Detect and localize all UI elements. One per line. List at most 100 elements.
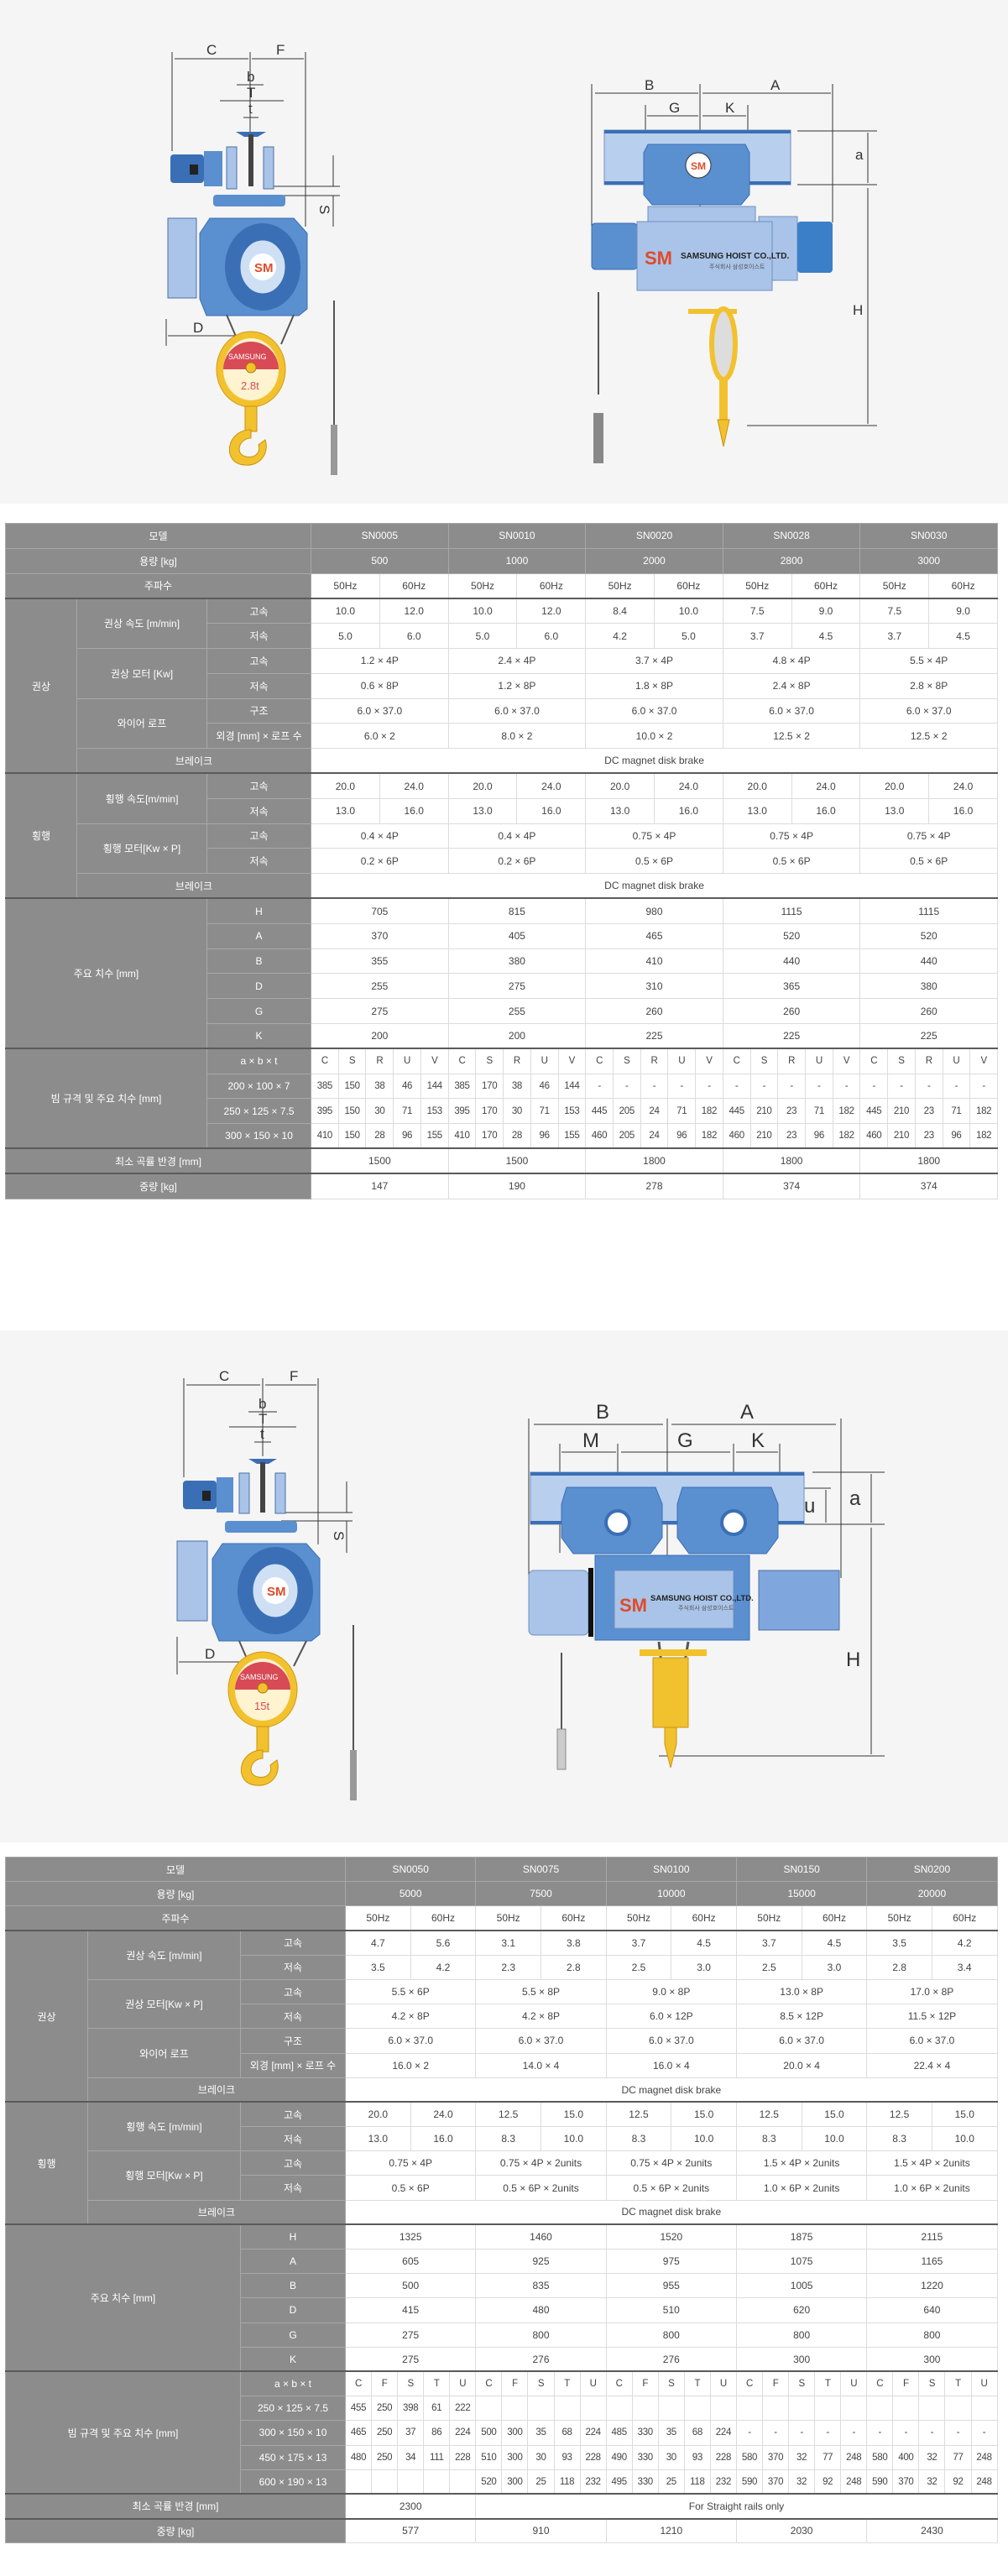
svg-text:SM: SM — [254, 261, 274, 275]
hook-capacity-label: 15t — [254, 1700, 269, 1712]
value-cell: 815 — [447, 897, 587, 924]
beam-value-cell: 395 — [447, 1098, 477, 1125]
beam-value-cell: 46 — [530, 1073, 559, 1100]
value-cell: 380 — [859, 973, 998, 1000]
beam-value-cell: R — [914, 1048, 943, 1074]
front-view-hoist: SM SAMSUNG HOIST CO.,LTD. 주식회사 삼성호이스트 — [528, 1471, 840, 1770]
section-label: 빔 규격 및 주요 치수 [mm] — [5, 2370, 241, 2495]
beam-value-cell: 170 — [475, 1073, 504, 1100]
dim-label-A: A — [770, 77, 781, 93]
row-label: 300 × 150 × 10 — [206, 1123, 312, 1149]
value-cell: DC magnet disk brake — [311, 748, 998, 774]
value-cell: 50Hz — [475, 1905, 541, 1931]
beam-value-cell: 370 — [892, 2469, 920, 2495]
value-cell: 11.5 × 12P — [866, 2004, 998, 2030]
value-cell: 8.5 × 12P — [735, 2004, 868, 2030]
beam-value-cell: 71 — [530, 1098, 559, 1125]
beam-value-cell: T — [553, 2370, 581, 2397]
beam-value-cell: V — [969, 1048, 998, 1074]
value-cell: 3.0 — [671, 1954, 737, 1980]
sub-label: 횡행 모터[Kw × P] — [76, 823, 207, 875]
dim-label-B: B — [645, 77, 654, 93]
beam-value-cell — [631, 2396, 659, 2422]
value-cell: 2800 — [722, 547, 861, 574]
dim-label-f: F — [276, 42, 285, 58]
value-cell: 1.2 × 8P — [447, 672, 587, 699]
beam-value-cell — [866, 2396, 894, 2422]
value-cell: 12.5 × 2 — [859, 723, 998, 750]
row-label: H — [206, 897, 312, 924]
beam-value-cell: 460 — [859, 1123, 889, 1149]
value-cell: 577 — [345, 2517, 477, 2544]
value-cell: 13.0 × 8P — [735, 1978, 868, 2005]
value-cell: 10.0 — [447, 597, 518, 624]
beam-value-cell: - — [788, 2420, 816, 2446]
beam-value-cell: 300 — [501, 2469, 529, 2495]
value-cell: 355 — [311, 948, 449, 974]
beam-value-cell: 71 — [804, 1098, 833, 1125]
value-cell: 9.0 — [928, 597, 998, 624]
beam-value-cell — [944, 2396, 972, 2422]
row-label: 고속 — [206, 823, 312, 849]
beam-value-cell: 210 — [749, 1098, 779, 1125]
beam-value-cell: - — [814, 2420, 842, 2446]
value-cell: 2000 — [585, 547, 723, 574]
value-cell: 300 — [866, 2346, 998, 2372]
value-cell: 275 — [345, 2346, 477, 2372]
beam-value-cell — [762, 2396, 790, 2422]
value-cell: SN0075 — [475, 1856, 607, 1883]
beam-value-cell: 32 — [918, 2444, 946, 2470]
value-cell: 3.5 — [866, 1930, 932, 1956]
beam-value-cell: - — [722, 1073, 751, 1100]
section-label: 주요 치수 [mm] — [5, 2223, 241, 2372]
row-label: 고속 — [206, 597, 312, 624]
beam-value-cell: 395 — [311, 1098, 339, 1125]
group-label: 권상 — [5, 597, 77, 774]
beam-value-cell: 222 — [449, 2396, 477, 2422]
value-cell: 0.75 × 4P — [585, 823, 723, 849]
value-cell: 1.2 × 4P — [311, 647, 449, 674]
row-label: 고속 — [239, 2150, 347, 2176]
value-cell: 60Hz — [791, 572, 861, 599]
value-cell: 4.5 — [928, 623, 998, 649]
value-cell: 12.5 — [475, 2101, 541, 2128]
hoist-drawing-small: C F b T t S D SM SAMSUNG 2.8t — [165, 42, 877, 475]
value-cell: 2430 — [866, 2517, 998, 2544]
value-cell: 6.0 × 37.0 — [722, 698, 861, 724]
beam-value-cell: 232 — [579, 2469, 607, 2495]
value-cell: 12.5 × 2 — [722, 723, 861, 750]
value-cell: 8.3 — [866, 2126, 932, 2152]
company-name-plate-kr: 주식회사 삼성호이스트 — [709, 263, 765, 270]
row-label: 모델 — [4, 1856, 347, 1883]
section-label: 주요 치수 [mm] — [5, 897, 207, 1049]
beam-value-cell: U — [970, 2370, 998, 2397]
dim-label-s: S — [316, 205, 332, 214]
beam-value-cell: 71 — [393, 1098, 421, 1125]
value-cell: 2.8 × 8P — [859, 672, 998, 699]
value-cell: 260 — [722, 998, 861, 1024]
beam-value-cell: F — [762, 2370, 790, 2397]
beam-value-cell — [371, 2469, 399, 2495]
value-cell: 0.75 × 4P — [345, 2150, 477, 2176]
row-label: 250 × 125 × 7.5 — [239, 2396, 347, 2422]
value-cell: 7500 — [475, 1881, 607, 1907]
row-label: 외경 [mm] × 로프 수 — [239, 2052, 347, 2078]
row-label: 저속 — [206, 848, 312, 875]
beam-value-cell: 92 — [814, 2469, 842, 2495]
beam-value-cell: 46 — [393, 1073, 421, 1100]
beam-value-cell: 71 — [942, 1098, 971, 1125]
sub-label: 권상 모터[Kw × P] — [87, 1978, 241, 2030]
beam-value-cell: 150 — [337, 1123, 367, 1149]
value-cell: 22.4 × 4 — [866, 2052, 998, 2078]
beam-value-cell: - — [612, 1073, 641, 1100]
beam-value-cell: 61 — [423, 2396, 451, 2422]
value-cell: 975 — [605, 2248, 737, 2275]
sub-label: 브레이크 — [76, 873, 312, 899]
value-cell: 800 — [605, 2322, 737, 2348]
row-label: a × b × t — [206, 1048, 312, 1074]
row-label: A — [239, 2248, 347, 2275]
value-cell: DC magnet disk brake — [345, 2199, 998, 2225]
